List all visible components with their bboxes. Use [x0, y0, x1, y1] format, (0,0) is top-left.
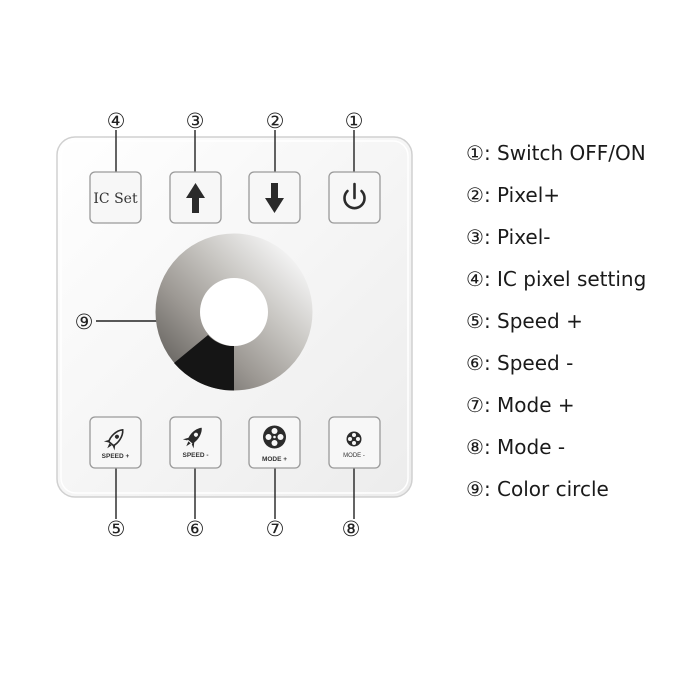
pixel-plus-button[interactable]: [248, 171, 301, 224]
legend-number: ③: [466, 225, 484, 249]
legend-text: : Mode -: [483, 435, 566, 459]
panel-inner-edge: [60, 140, 409, 494]
mode-minus-label: MODE -: [343, 453, 365, 459]
legend-text: : Color circle: [483, 477, 609, 501]
legend-item: ③: Pixel-: [466, 222, 646, 264]
callout-3: ③: [186, 109, 205, 133]
speed-minus-label: SPEED -: [182, 452, 208, 459]
mode-plus-button[interactable]: MODE +: [248, 416, 301, 469]
legend-item: ②: Pixel+: [466, 180, 646, 222]
pixel-minus-button[interactable]: [169, 171, 222, 224]
legend-item: ⑦: Mode +: [466, 390, 646, 432]
rocket-icon: [182, 427, 202, 449]
legend-item: ⑤: Speed +: [466, 306, 646, 348]
speed-plus-button[interactable]: SPEED +: [89, 416, 142, 469]
legend-number: ⑦: [466, 393, 484, 417]
mode-minus-button[interactable]: MODE -: [328, 416, 381, 469]
callout-6: ⑥: [186, 517, 205, 541]
legend-item: ①: Switch OFF/ON: [466, 138, 646, 180]
legend-text: : Mode +: [483, 393, 575, 417]
legend-text: : Pixel-: [483, 225, 551, 249]
power-button[interactable]: [328, 171, 381, 224]
film-reel-icon: [263, 425, 286, 449]
legend-number: ⑨: [466, 477, 484, 501]
callout-8: ⑧: [342, 517, 361, 541]
ic-set-button[interactable]: IC Set: [89, 171, 142, 224]
callout-9: ⑨: [75, 310, 94, 334]
callout-5: ⑤: [107, 517, 126, 541]
legend-item: ⑨: Color circle: [466, 474, 646, 516]
legend-item: ⑧: Mode -: [466, 432, 646, 474]
speed-minus-button[interactable]: SPEED -: [169, 416, 222, 469]
ic-set-label: IC Set: [93, 191, 138, 207]
legend-text: : Speed +: [483, 309, 583, 333]
mode-plus-label: MODE +: [262, 456, 287, 463]
legend-item: ④: IC pixel setting: [466, 264, 646, 306]
arrow-up-icon: [186, 183, 205, 213]
color-circle-center: [200, 278, 268, 346]
legend-number: ④: [466, 267, 484, 291]
legend-number: ②: [466, 183, 484, 207]
legend-number: ⑧: [466, 435, 484, 459]
callout-1: ①: [345, 109, 364, 133]
legend-number: ①: [466, 141, 484, 165]
color-circle[interactable]: [155, 233, 313, 391]
rocket-icon: [103, 428, 124, 451]
legend-text: : IC pixel setting: [483, 267, 647, 291]
color-circle-dark-segment: [174, 335, 234, 391]
legend-text: : Speed -: [483, 351, 574, 375]
legend-text: : Pixel+: [483, 183, 561, 207]
callout-7: ⑦: [266, 517, 285, 541]
callout-4: ④: [107, 109, 126, 133]
power-icon: [343, 182, 366, 210]
legend-item: ⑥: Speed -: [466, 348, 646, 390]
legend-text: : Switch OFF/ON: [483, 141, 646, 165]
speed-plus-label: SPEED +: [102, 453, 130, 460]
legend: ①: Switch OFF/ON ②: Pixel+ ③: Pixel- ④: …: [466, 138, 646, 516]
callout-2: ②: [266, 109, 285, 133]
arrow-down-icon: [265, 183, 284, 213]
legend-number: ⑤: [466, 309, 484, 333]
film-reel-icon: [346, 431, 362, 447]
legend-number: ⑥: [466, 351, 484, 375]
